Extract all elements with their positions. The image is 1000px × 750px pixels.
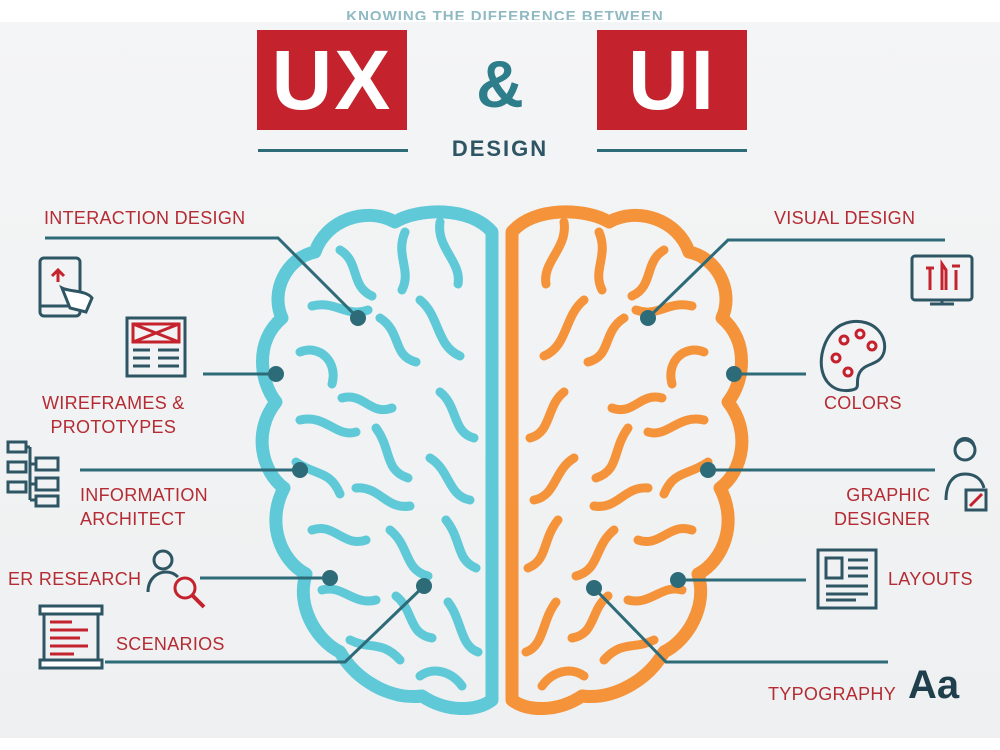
header-strip: KNOWING THE DIFFERENCE BETWEEN [0, 0, 1000, 22]
ui-brain-outline [505, 205, 749, 716]
ui-brain-folds [521, 217, 713, 691]
ux-brain-hemisphere [255, 205, 499, 716]
label-scenarios: SCENARIOS [116, 634, 225, 654]
palette-icon [819, 319, 887, 393]
ampersand: & [476, 47, 524, 121]
typography-icon: Aa [908, 663, 960, 707]
label-interaction-design: INTERACTION DESIGN [44, 208, 246, 228]
tablet-touch-icon [38, 256, 94, 318]
layout-icon [816, 548, 878, 610]
label-information-architect: INFORMATION ARCHITECT [80, 483, 208, 531]
label-wireframes-line2: PROTOTYPES [50, 417, 177, 437]
ux-brain-outline [255, 205, 499, 716]
dot-visual-design [640, 310, 656, 326]
scenario-scroll-icon [38, 604, 104, 670]
dot-colors [726, 366, 742, 382]
dot-typography [586, 580, 602, 596]
dot-wireframes [268, 366, 284, 382]
label-visual-design: VISUAL DESIGN [774, 208, 916, 228]
ux-badge: UX [257, 30, 407, 130]
connector-visual-design [646, 238, 945, 320]
connector-scenarios [105, 584, 426, 664]
ux-connector-dots [268, 310, 432, 594]
dot-user-research [322, 570, 338, 586]
label-user-research: ER RESEARCH [8, 569, 142, 589]
label-graphic-line1: GRAPHIC [846, 485, 931, 505]
wireframe-icon [125, 316, 187, 378]
user-search-icon [146, 549, 206, 609]
design-word: DESIGN [451, 136, 549, 161]
label-information-line2: ARCHITECT [80, 509, 186, 529]
connector-interaction-design [45, 236, 360, 320]
label-information-line1: INFORMATION [80, 485, 208, 505]
ui-connectors [592, 238, 945, 664]
dot-layouts [670, 572, 686, 588]
label-wireframes-prototypes: WIREFRAMES & PROTOTYPES [42, 391, 185, 439]
label-typography: TYPOGRAPHY [768, 684, 897, 704]
design-rule-right [597, 149, 747, 152]
ux-brain-folds [291, 217, 483, 691]
bottom-strip [0, 738, 1000, 750]
ux-connectors [45, 236, 426, 664]
label-graphic-designer: GRAPHIC DESIGNER [834, 483, 930, 531]
design-rule-left [258, 149, 408, 152]
label-graphic-line2: DESIGNER [834, 509, 931, 529]
label-colors: COLORS [824, 393, 902, 413]
monitor-tools-icon [910, 254, 974, 306]
connector-typography [592, 586, 888, 664]
ui-brain-hemisphere [505, 205, 749, 716]
dot-scenarios [416, 578, 432, 594]
dot-information-architect [292, 462, 308, 478]
sitemap-icon [6, 440, 60, 508]
dot-interaction-design [350, 310, 366, 326]
dot-graphic-designer [700, 462, 716, 478]
label-layouts: LAYOUTS [888, 569, 973, 589]
designer-icon [944, 437, 988, 512]
label-wireframes-line1: WIREFRAMES & [42, 393, 185, 413]
ui-connector-dots [586, 310, 742, 596]
ui-badge: UI [597, 30, 747, 130]
header-caption: KNOWING THE DIFFERENCE BETWEEN [346, 8, 664, 20]
